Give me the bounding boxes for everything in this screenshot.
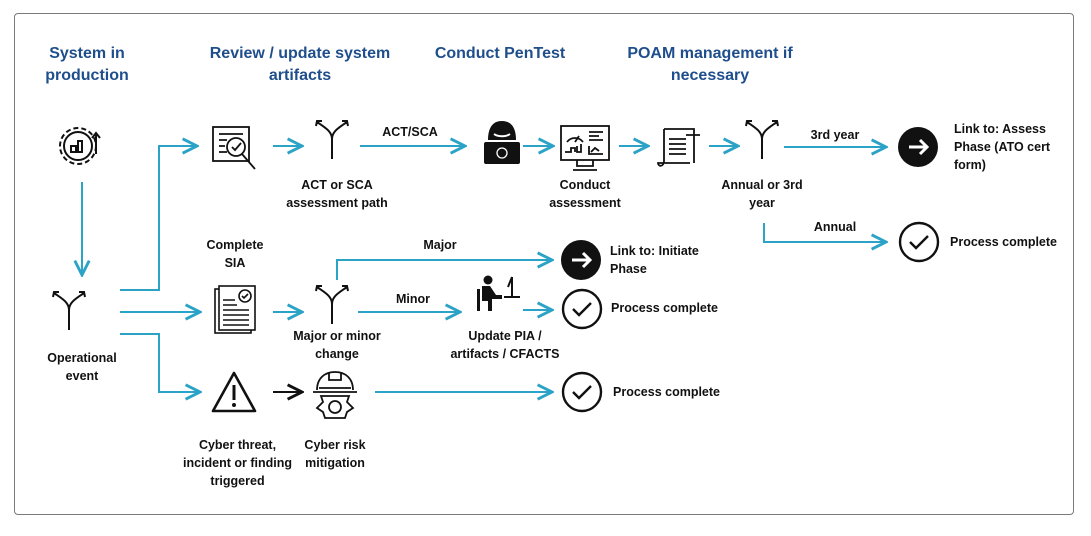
helmet-gear-icon <box>313 371 357 419</box>
monitor-dashboard-icon <box>560 125 610 171</box>
edge-label-annual: Annual <box>813 220 857 234</box>
edge-label-minor: Minor <box>395 292 431 306</box>
diagram-frame <box>14 13 1074 515</box>
edge-annual <box>763 223 886 242</box>
split-arrow-icon <box>315 120 349 159</box>
link-assess-phase[interactable]: Link to: Assess Phase (ATO cert form) <box>954 122 1051 172</box>
edge-event-to-review <box>120 146 197 291</box>
split-arrow-icon <box>745 120 779 159</box>
label-cyber-threat: Cyber threat, incident or finding trigge… <box>182 438 292 488</box>
scroll-icon <box>657 128 700 167</box>
arrow-circle-icon[interactable] <box>897 126 939 168</box>
edge-label-major: Major <box>423 238 457 252</box>
warning-triangle-icon <box>211 371 257 413</box>
label-process-complete-annual: Process complete <box>950 235 1057 249</box>
header-review-update: Review / update system artifacts <box>209 45 391 84</box>
label-complete-sia: Complete SIA <box>206 238 264 270</box>
label-act-sca-path: ACT or SCA assessment path <box>286 178 388 210</box>
arrow-circle-icon[interactable] <box>560 239 602 281</box>
document-magnifier-icon <box>212 126 256 170</box>
label-process-complete-minor: Process complete <box>611 301 718 315</box>
edge-major <box>336 260 552 280</box>
label-conduct-assessment: Conduct assessment <box>549 178 621 210</box>
split-arrow-icon <box>52 291 86 330</box>
link-initiate-phase[interactable]: Link to: Initiate Phase <box>610 244 699 276</box>
label-operational-event: Operational event <box>47 351 117 383</box>
label-major-minor-change: Major or minor change <box>293 329 381 361</box>
check-circle-icon <box>561 371 603 413</box>
edge-label-3rd-year: 3rd year <box>810 128 860 142</box>
label-process-complete-cyber: Process complete <box>613 385 720 399</box>
document-check-icon <box>214 285 256 334</box>
check-circle-icon <box>561 288 603 330</box>
label-cyber-risk: Cyber risk mitigation <box>304 438 366 470</box>
gear-chart-icon <box>59 127 101 165</box>
person-desk-icon <box>477 275 520 311</box>
label-update-pia: Update PIA / artifacts / CFACTS <box>450 329 560 361</box>
label-annual-or-3rd: Annual or 3rd year <box>721 178 803 210</box>
split-arrow-icon <box>315 285 349 324</box>
edge-label-act-sca: ACT/SCA <box>382 125 438 139</box>
header-system-in-production: System in production <box>45 45 129 84</box>
hacker-icon <box>484 121 520 164</box>
header-conduct-pentest: Conduct PenTest <box>434 45 566 62</box>
edge-event-to-threat <box>120 333 200 392</box>
header-poam: POAM management if necessary <box>627 45 793 84</box>
check-circle-icon <box>898 221 940 263</box>
